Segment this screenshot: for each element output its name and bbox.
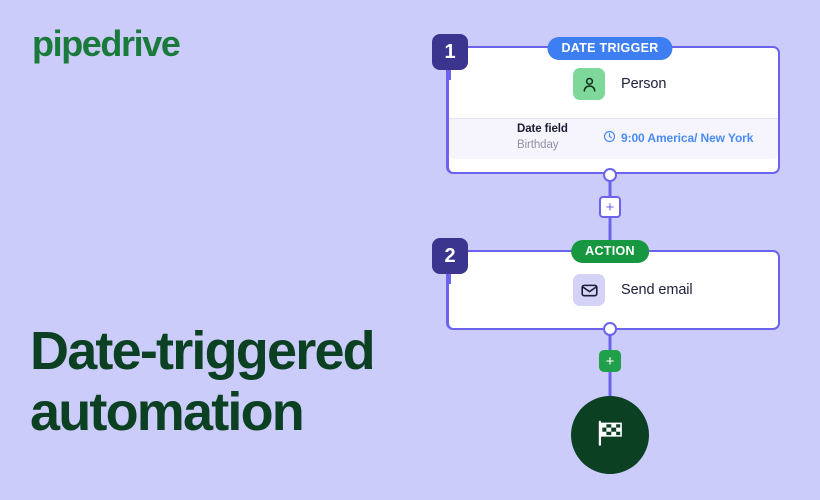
add-step-button-2[interactable]: + [599,350,621,372]
connector-node-2 [603,322,617,336]
trigger-card-footer: Date field Birthday 9:00 America/ New Yo… [449,118,778,159]
checkered-flag-icon [593,416,627,455]
step-number-badge-2: 2 [432,238,468,274]
action-badge: ACTION [571,240,649,263]
action-card-body: Send email [449,252,778,328]
connector-line-3 [608,328,612,350]
automation-flow-diagram: 1 DATE TRIGGER Person Date field Birthda… [432,28,788,474]
flow-end-node[interactable] [571,396,649,474]
schedule-text: 9:00 America/ New York [621,131,754,145]
envelope-icon [573,274,605,306]
pipedrive-logo: pipedrive [32,23,181,64]
date-trigger-badge: DATE TRIGGER [547,37,673,60]
action-label: Send email [621,282,693,298]
step-connector-stem-2 [448,268,451,284]
trigger-card-body: Person [449,48,778,118]
person-icon [573,68,605,100]
date-field-value: Birthday [517,139,559,151]
add-step-button-1[interactable]: + [599,196,621,218]
step-connector-stem-1 [448,64,451,80]
clock-icon [603,130,616,146]
page-title: Date-triggered automation [30,321,376,442]
step-number-badge-1: 1 [432,34,468,70]
trigger-card[interactable]: Person Date field Birthday 9:00 America/… [446,46,780,174]
date-field-block: Date field Birthday [517,122,603,153]
schedule-block: 9:00 America/ New York [603,130,753,146]
connector-node-1 [603,168,617,182]
trigger-entity-label: Person [621,76,667,92]
connector-line-1 [608,174,612,196]
date-field-title: Date field [517,123,568,136]
connector-line-2 [608,218,612,250]
